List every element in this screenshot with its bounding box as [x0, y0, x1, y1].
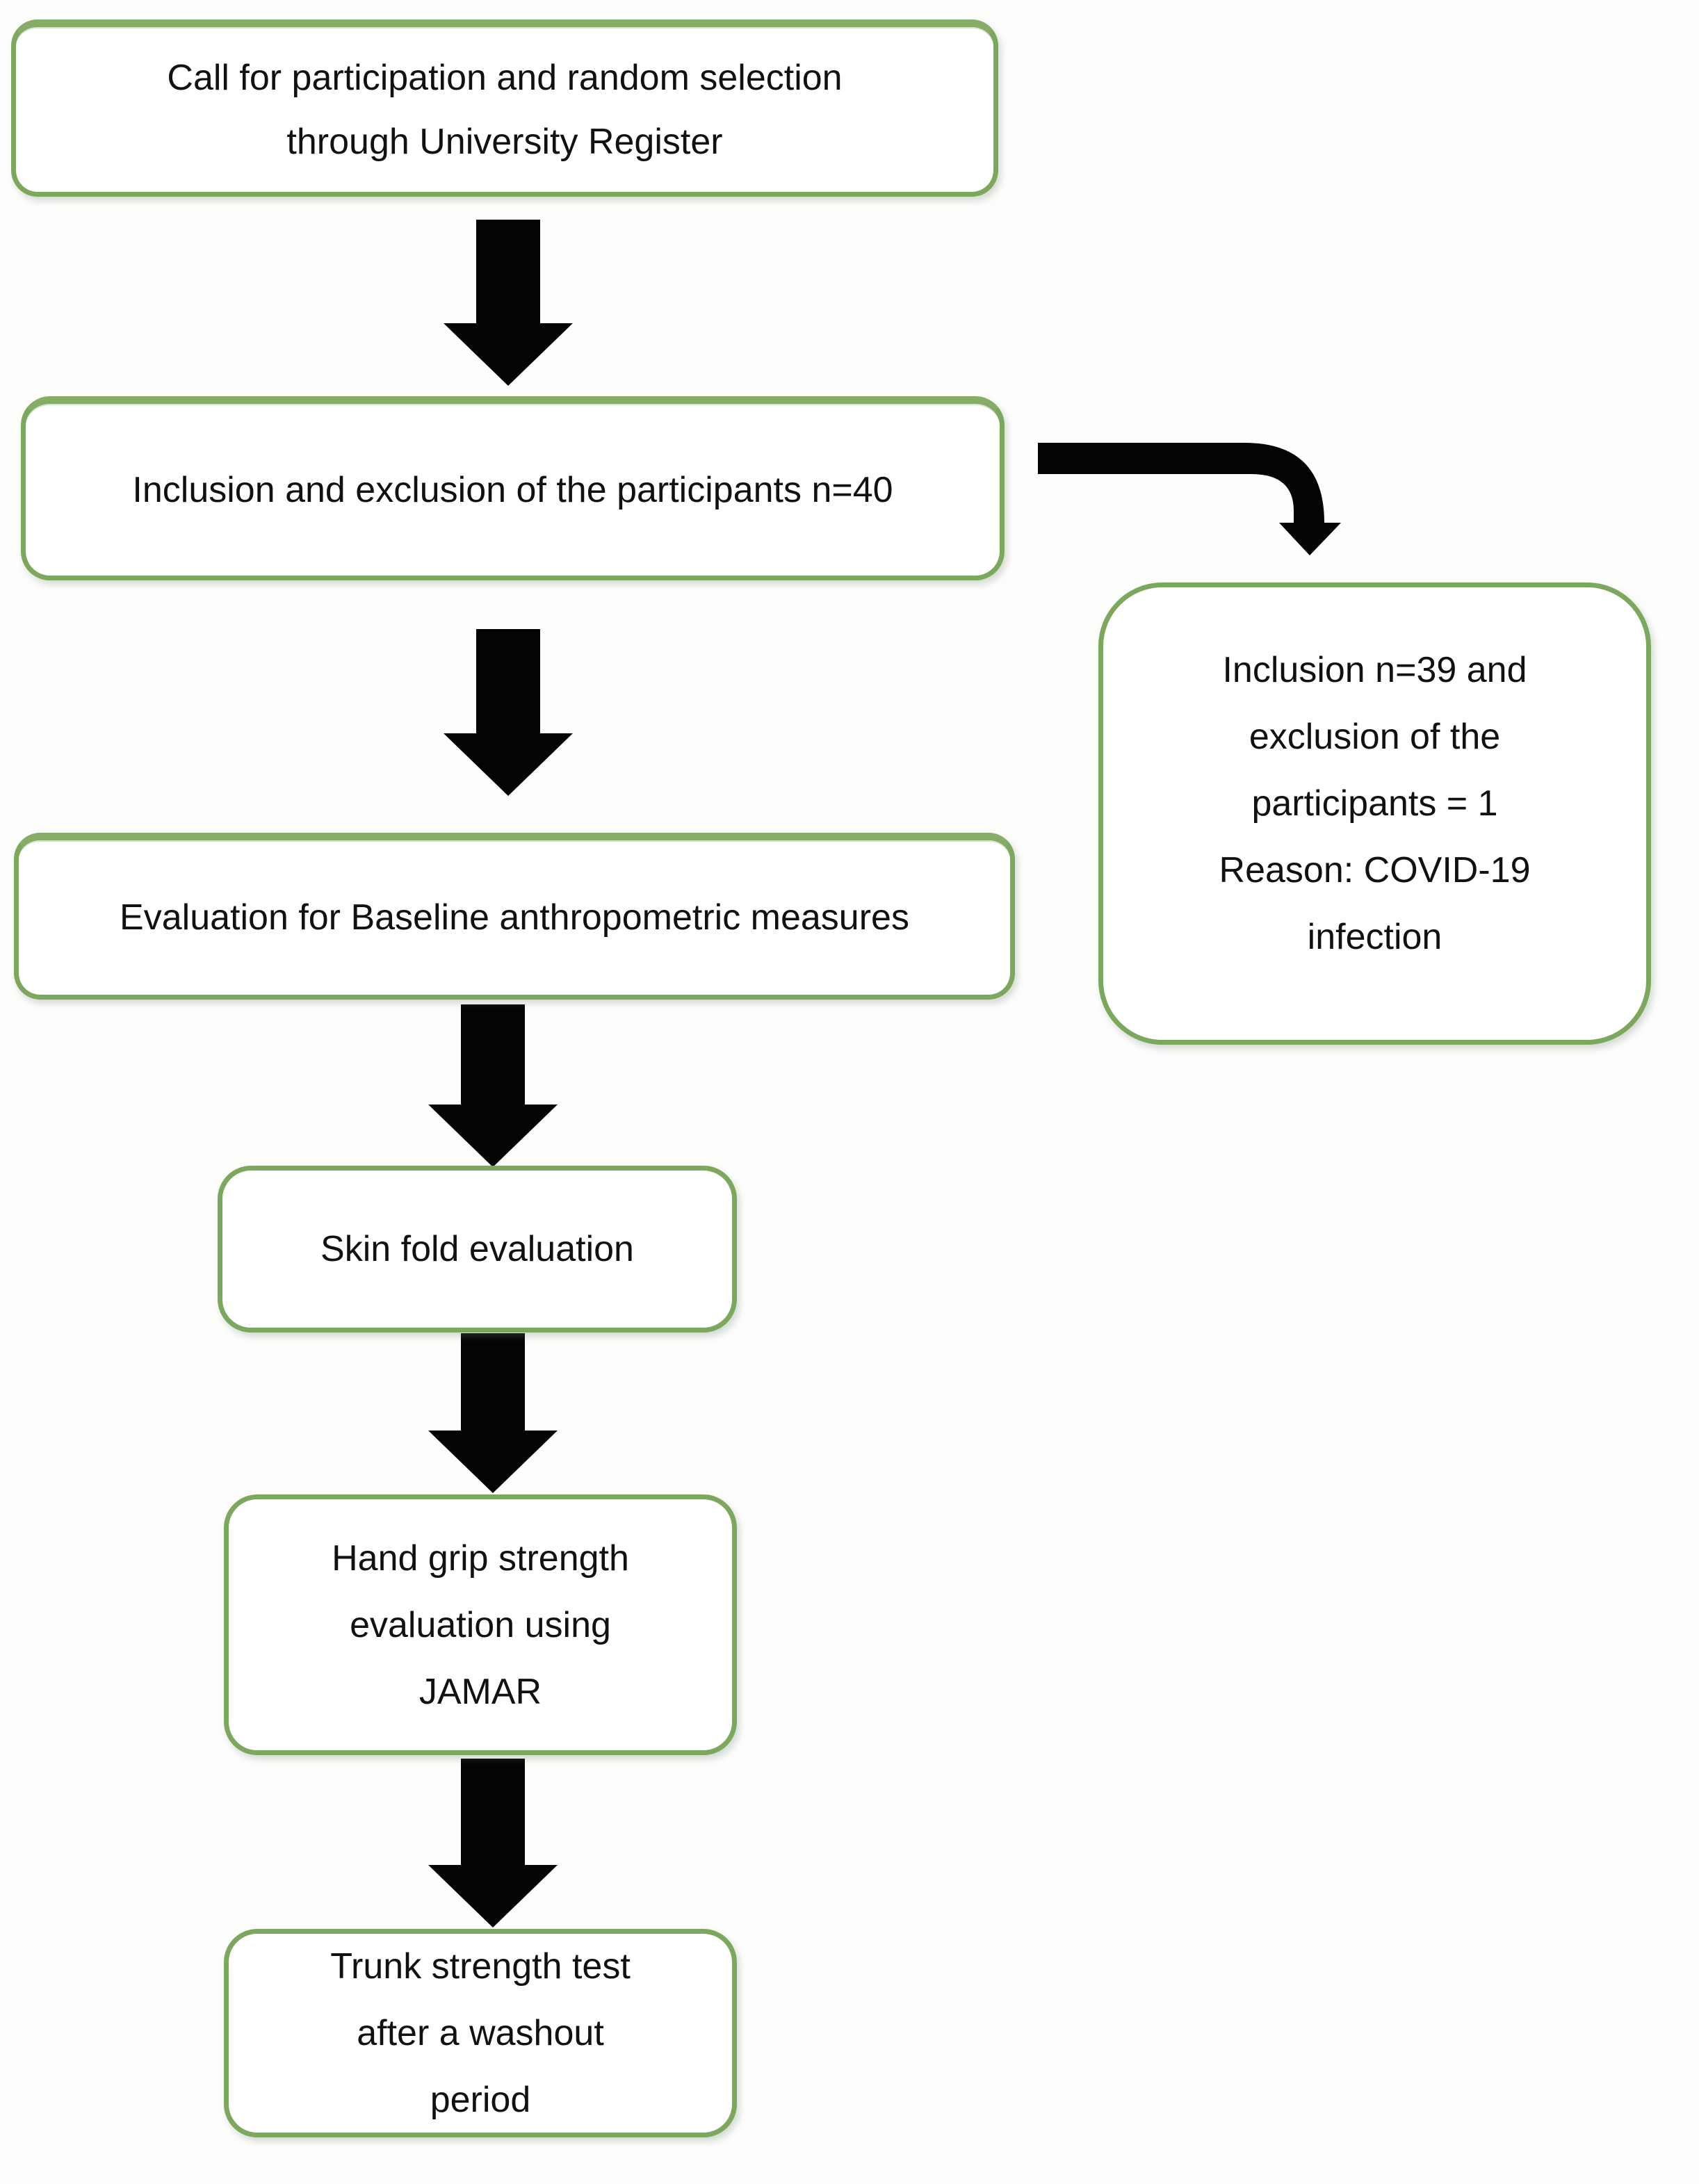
flow-box-text-line: infection [1307, 916, 1442, 957]
flow-box-text-line: through University Register [286, 121, 723, 162]
flow-box-text-line: Inclusion and exclusion of the participa… [132, 469, 893, 510]
flow-box-text-line: evaluation using [350, 1604, 611, 1645]
flow-box-text-line: participants = 1 [1251, 783, 1498, 824]
flow-box-text-line: Trunk strength test [330, 1946, 631, 1987]
flow-box-hand-grip: Hand grip strength evaluation using JAMA… [224, 1494, 737, 1755]
flow-box-inclusion-exclusion: Inclusion and exclusion of the participa… [21, 396, 1005, 580]
arrow-down-icon-4 [428, 1333, 558, 1493]
flow-box-exclusion-reason: Inclusion n=39 and exclusion of the part… [1098, 582, 1651, 1045]
flow-box-call-for-participation: Call for participation and random select… [11, 19, 998, 197]
flow-box-text-line: period [430, 2080, 531, 2120]
flow-box-trunk-strength: Trunk strength test after a washout peri… [224, 1929, 737, 2137]
flow-box-baseline-anthropometric: Evaluation for Baseline anthropometric m… [14, 833, 1015, 1000]
flow-box-text-line: Evaluation for Baseline anthropometric m… [120, 897, 909, 938]
arrow-down-icon-5 [428, 1759, 558, 1928]
flow-box-text-line: Inclusion n=39 and [1222, 649, 1527, 690]
flow-box-skin-fold: Skin fold evaluation [218, 1166, 737, 1333]
flow-box-text-line: Skin fold evaluation [320, 1229, 634, 1269]
flow-box-text-line: after a washout [357, 2013, 604, 2053]
flow-box-text-line: Call for participation and random select… [167, 57, 843, 98]
flow-box-text-line: exclusion of the [1249, 716, 1501, 757]
arrow-down-icon-2 [444, 629, 573, 796]
flow-box-text-line: Hand grip strength [332, 1538, 629, 1579]
arrow-down-icon-1 [444, 220, 573, 386]
flow-box-text-line: Reason: COVID-19 [1219, 849, 1531, 890]
arrow-bent-right-down-icon [1038, 443, 1341, 555]
flow-box-text-line: JAMAR [418, 1671, 542, 1712]
arrow-down-icon-3 [428, 1004, 558, 1167]
